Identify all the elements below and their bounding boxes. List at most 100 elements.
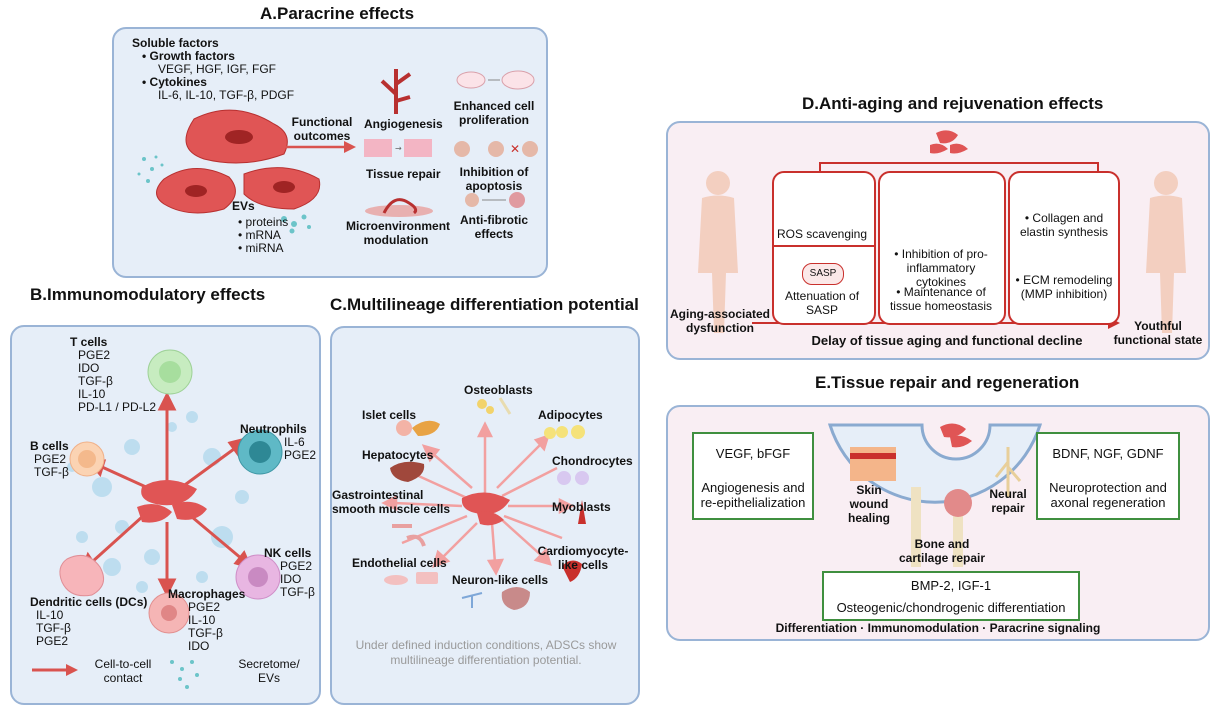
- nk-cells-label: NK cells: [264, 546, 312, 560]
- ev-item-mrna-text: mRNA: [245, 228, 281, 242]
- growth-factors-list: VEGF, HGF, IGF, FGF: [158, 62, 277, 76]
- dcs-label: Dendritic cells (DCs): [30, 595, 148, 609]
- panel-d: ROS ROS scavenging SASP Attenuation of S…: [666, 121, 1210, 360]
- blood-vessel-icon: [380, 69, 412, 114]
- panel-e-title: E.Tissue repair and regeneration: [815, 373, 1080, 392]
- apoptosis-icon: ✕: [454, 141, 538, 157]
- macrophages-item-2: IL-10: [188, 613, 216, 627]
- bone-label: Bone and cartilage repair: [898, 537, 986, 565]
- panel-a-title: A.Paracrine effects: [260, 4, 415, 23]
- gi-label: Gastrointestinal smooth muscle cells: [332, 488, 451, 516]
- microenvironment-icon: [365, 198, 433, 217]
- youthful-label: Youthful functional state: [1113, 319, 1203, 347]
- cell-contact-legend: Cell-to-cell contact: [94, 657, 152, 685]
- ev-item-mirna: • miRNA: [238, 241, 284, 255]
- antifibrotic-icon: [465, 192, 525, 208]
- panel-c: Islet cells Osteoblasts Adipocytes Hepat…: [330, 326, 640, 705]
- panel-d-title: D.Anti-aging and rejuvenation effects: [802, 94, 1104, 113]
- functional-outcomes-arrow: [286, 141, 356, 153]
- ev-item-proteins-text: proteins: [245, 215, 289, 229]
- myoblasts-label: Myoblasts: [552, 500, 611, 514]
- nk-cells-item-1: PGE2: [280, 559, 313, 573]
- t-cells-item-1: PGE2: [78, 348, 111, 362]
- osteo-outcome: Osteogenic/chondrogenic differentiation: [836, 600, 1066, 615]
- inflammation-text: Inhibition of pro-inflammatory cytokines: [901, 247, 988, 289]
- apoptosis-label: Inhibition of apoptosis: [459, 165, 529, 193]
- b-cells-item-2: TGF-β: [34, 465, 69, 479]
- ros-star-label: ROS: [816, 186, 832, 193]
- ev-item-mirna-text: miRNA: [245, 241, 284, 255]
- panel-a: Soluble factors • Growth factors VEGF, H…: [112, 27, 548, 278]
- nk-cells-item-2: IDO: [280, 572, 302, 586]
- svg-text:→: →: [395, 144, 402, 153]
- secretome-legend: Secretome/ EVs: [238, 657, 300, 685]
- differentiation-diagram: [381, 397, 589, 610]
- panel-e: VEGF, bFGF Angiogenesis and re-epithelia…: [666, 405, 1210, 641]
- collagen-text: Collagen and elastin synthesis: [1019, 211, 1109, 239]
- hepatocytes-label: Hepatocytes: [362, 448, 434, 462]
- neutrophils-item-1: IL-6: [284, 435, 305, 449]
- homeostasis-text: Maintenance of tissue homeostasis: [889, 285, 993, 313]
- b-cells-item-1: PGE2: [34, 452, 67, 466]
- sasp-badge: SASP: [802, 263, 844, 285]
- dcs-item-2: TGF-β: [36, 621, 71, 635]
- dcs-item-3: PGE2: [36, 634, 69, 648]
- t-cells-item-4: IL-10: [78, 387, 106, 401]
- skin-label: Skin wound healing: [847, 483, 890, 525]
- ros-sasp-divider: [774, 245, 874, 247]
- panel-c-caption: Under defined induction conditions, ADSC…: [355, 638, 617, 667]
- neuron-label: Neuron-like cells: [452, 573, 549, 587]
- tissue-repair-label: Tissue repair: [366, 167, 441, 181]
- angiogenesis-box: VEGF, bFGF Angiogenesis and re-epithelia…: [692, 432, 814, 520]
- ecm-label: • ECM remodeling (MMP inhibition): [1015, 273, 1113, 301]
- inflammation-box: [878, 171, 1006, 325]
- evs-label: EVs: [232, 199, 255, 213]
- immune-diagram: [32, 349, 283, 689]
- neuro-factors: BDNF, NGF, GDNF: [1052, 446, 1164, 461]
- repair-diagram: [739, 423, 1119, 607]
- antifibrotic-label: Anti-fibrotic effects: [460, 213, 528, 241]
- adipocytes-label: Adipocytes: [538, 408, 603, 422]
- angiogenesis-factors: VEGF, bFGF: [715, 446, 791, 461]
- growth-factors-label: • Growth factors: [142, 49, 235, 63]
- macrophages-item-4: IDO: [188, 639, 210, 653]
- ecm-text: ECM remodeling (MMP inhibition): [1020, 273, 1113, 301]
- svg-text:✕: ✕: [510, 142, 520, 156]
- t-cells-label: T cells: [70, 335, 108, 349]
- dcs-item-1: IL-10: [36, 608, 64, 622]
- petri-dish-icon: [456, 70, 535, 90]
- osteo-factors: BMP-2, IGF-1: [910, 578, 992, 593]
- panel-e-footer: Differentiation · Immunomodulation · Par…: [775, 621, 1101, 635]
- panel-c-title: C.Multilineage differentiation potential: [330, 295, 639, 314]
- cytokine-list: IL-6, IL-10, TGF-β, PDGF: [158, 88, 295, 102]
- homeostasis-label: • Maintenance of tissue homeostasis: [889, 285, 993, 313]
- t-cells-item-3: TGF-β: [78, 374, 113, 388]
- osteoblasts-label: Osteoblasts: [464, 383, 533, 397]
- collagen-label: • Collagen and elastin synthesis: [1019, 211, 1109, 239]
- neural-label: Neural repair: [989, 487, 1027, 515]
- cardio-label: Cardiomyocyte-like cells: [537, 544, 629, 572]
- ros-sasp-box: [772, 171, 876, 325]
- panel-b-title: B.Immunomodulatory effects: [30, 285, 266, 304]
- neutrophils-label: Neutrophils: [240, 422, 307, 436]
- neuro-box: BDNF, NGF, GDNF Neuroprotection and axon…: [1036, 432, 1180, 520]
- angiogenesis-outcome: Angiogenesis and re-epithelialization: [700, 480, 806, 510]
- soluble-factors-label: Soluble factors: [132, 36, 219, 50]
- ros-scavenging-label: ROS scavenging: [776, 227, 868, 241]
- chondrocytes-label: Chondrocytes: [552, 454, 633, 468]
- t-cells-item-2: IDO: [78, 361, 100, 375]
- ev-item-mrna: • mRNA: [238, 228, 281, 242]
- tissue-repair-icon: →: [364, 139, 432, 157]
- endothelial-label: Endothelial cells: [352, 556, 447, 570]
- b-cells-label: B cells: [30, 439, 69, 453]
- growth-factors-text: Growth factors: [149, 49, 235, 63]
- cytokines-label: • Cytokines: [142, 75, 207, 89]
- islet-cells-label: Islet cells: [362, 408, 417, 422]
- neuro-outcome: Neuroprotection and axonal regeneration: [1049, 480, 1167, 510]
- functional-outcomes-label: Functional outcomes: [291, 115, 353, 143]
- stem-cells-illustration: [137, 109, 321, 234]
- inflammation-label: • Inhibition of pro-inflammatory cytokin…: [894, 247, 988, 289]
- microenvironment-label: Microenvironment modulation: [346, 219, 451, 247]
- proliferation-label: Enhanced cell proliferation: [453, 99, 535, 127]
- ev-item-proteins: • proteins: [238, 215, 289, 229]
